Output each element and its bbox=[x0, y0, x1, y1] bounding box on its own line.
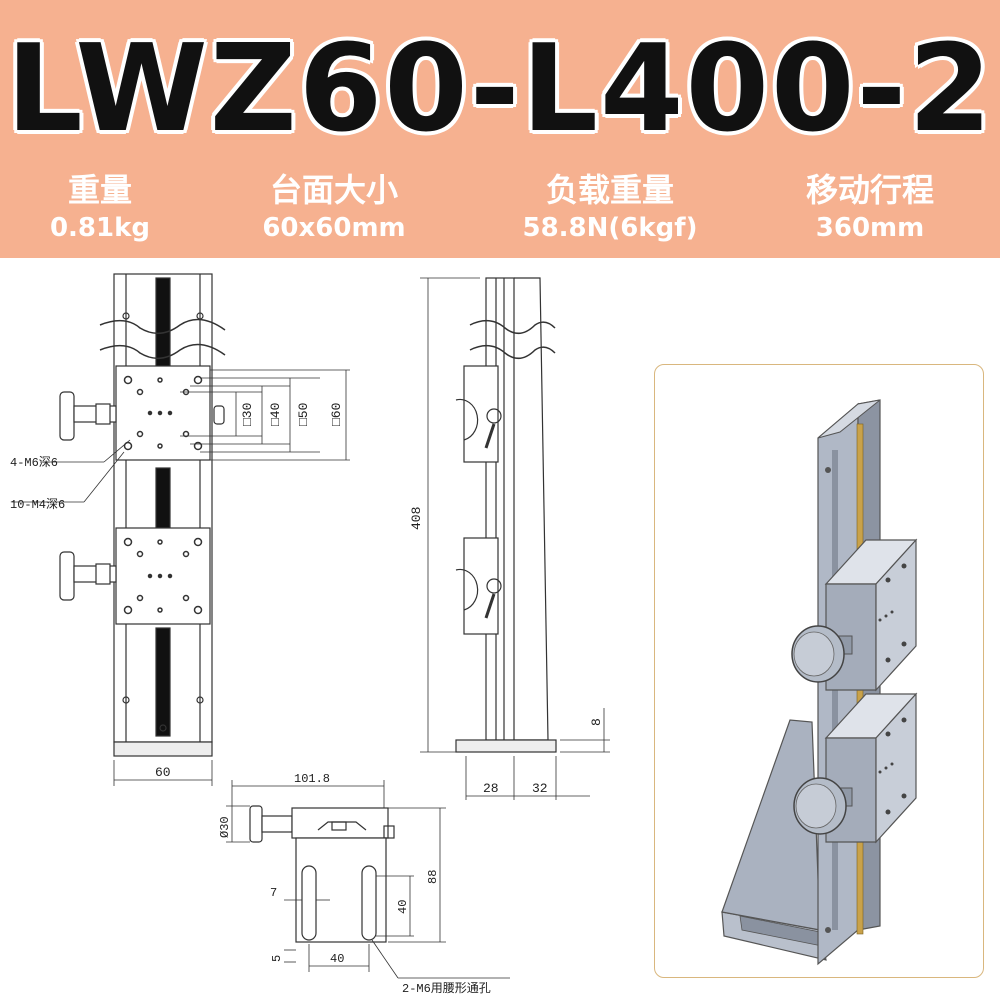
bracket-slot-right bbox=[361, 865, 377, 941]
dim-sq-40: □40 bbox=[268, 403, 283, 426]
dim-28: 28 bbox=[483, 781, 499, 796]
dim-sq-60: □60 bbox=[329, 403, 344, 426]
dim-40-horizontal: 40 bbox=[330, 952, 344, 966]
side-view bbox=[420, 277, 610, 800]
bracket-view bbox=[226, 780, 510, 979]
callout-m6-holes: 4-M6深6 bbox=[10, 455, 58, 470]
side-carriage-upper bbox=[463, 365, 499, 463]
dim-5: 5 bbox=[270, 955, 284, 962]
dim-8: 8 bbox=[589, 718, 604, 726]
dim-dia-30: Ø30 bbox=[218, 816, 232, 838]
dim-sq-50: □50 bbox=[296, 403, 311, 426]
spec-travel-value: 360mm bbox=[815, 213, 925, 243]
front-knob-lower bbox=[59, 551, 75, 601]
render-gusset bbox=[721, 719, 821, 931]
front-slot-top bbox=[155, 277, 171, 369]
dim-height-408: 408 bbox=[409, 507, 424, 530]
dim-88: 88 bbox=[426, 870, 440, 884]
spec-header-band: LWZ60-L400-2 重量 0.81kg 台面大小 60x60mm 负载重量… bbox=[0, 0, 1000, 258]
spec-weight-label: 重量 bbox=[67, 171, 132, 209]
spec-travel: 移动行程 360mm bbox=[750, 170, 990, 246]
spec-table-size: 台面大小 60x60mm bbox=[214, 170, 454, 246]
bracket-slot-left bbox=[301, 865, 317, 941]
dim-7: 7 bbox=[270, 886, 277, 900]
bracket-hole-note: 2-M6用腰形通孔 bbox=[402, 981, 491, 996]
front-slot-bottom bbox=[155, 627, 171, 737]
side-carriage-lower bbox=[463, 537, 499, 635]
callout-m4-holes: 10-M4深6 bbox=[10, 497, 65, 512]
spec-load-value: 58.8N(6kgf) bbox=[522, 213, 698, 243]
spec-load-label: 负载重量 bbox=[545, 171, 674, 209]
dim-40-vertical: 40 bbox=[396, 900, 410, 914]
spec-travel-label: 移动行程 bbox=[805, 171, 934, 209]
product-title: LWZ60-L400-2 bbox=[6, 20, 994, 159]
dim-sq-30: □30 bbox=[240, 403, 255, 426]
front-carriage-lower bbox=[115, 527, 211, 625]
dim-32: 32 bbox=[532, 781, 548, 796]
spec-table-size-label: 台面大小 bbox=[269, 171, 398, 209]
spec-weight-value: 0.81kg bbox=[49, 213, 151, 243]
dim-width-60: 60 bbox=[155, 765, 171, 780]
front-view bbox=[12, 273, 350, 786]
dim-101-8: 101.8 bbox=[294, 772, 330, 786]
front-carriage-upper bbox=[115, 365, 211, 461]
spec-load: 负载重量 58.8N(6kgf) bbox=[490, 170, 730, 246]
spec-weight: 重量 0.81kg bbox=[0, 170, 220, 246]
front-knob-upper bbox=[59, 391, 75, 441]
product-render bbox=[721, 399, 918, 966]
spec-table-size-value: 60x60mm bbox=[262, 213, 406, 243]
